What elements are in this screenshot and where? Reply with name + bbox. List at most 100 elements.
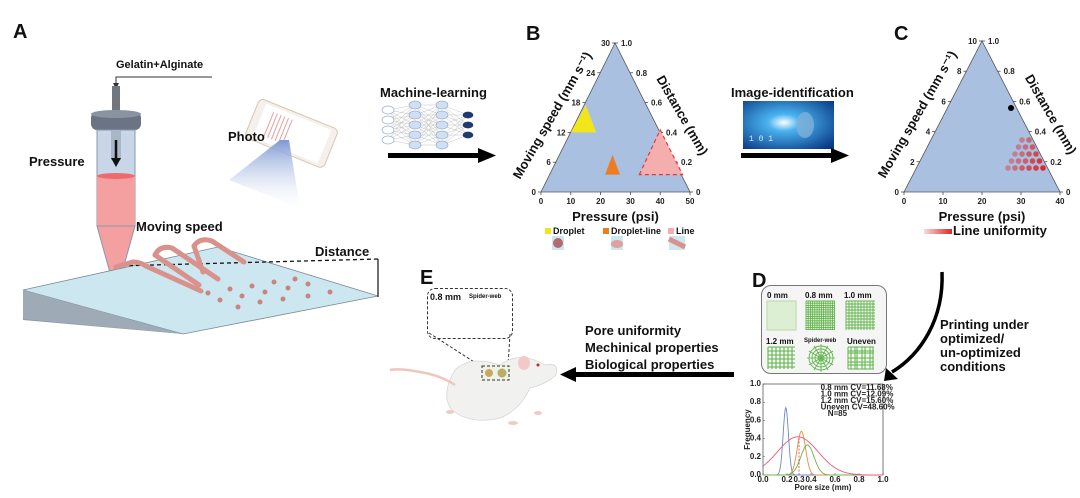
- nn-node: [381, 105, 395, 115]
- scaffold-label-spider-web: Spider-web: [804, 338, 837, 344]
- rat-tail: [389, 368, 456, 387]
- nn-node: [408, 100, 422, 110]
- uniformity-dot: [1036, 158, 1043, 164]
- uniformity-dot: [1012, 165, 1018, 171]
- legend-thumbnails-b: [552, 236, 687, 250]
- dist-series-uneven: [762, 436, 883, 476]
- uniformity-dot: [1029, 158, 1036, 164]
- nn-edge: [441, 114, 469, 146]
- tern-b-right-tick-label: 1.0: [621, 39, 633, 48]
- dist-legend-entry: 0.8 mm CV=11.68%: [821, 383, 893, 392]
- uniformity-dot: [1008, 158, 1015, 164]
- arrow-to-b: [388, 148, 496, 163]
- tern-c-left-tick-label: 8: [957, 67, 962, 76]
- spider-spoke: [813, 357, 822, 371]
- tern-c-right-tick-label: 0: [1066, 188, 1071, 197]
- dist-y-tick-label: 0.6: [750, 415, 762, 424]
- tern-b-left-tick-label: 18: [571, 99, 580, 108]
- nn-edge: [441, 124, 469, 146]
- tern-b-left-tick-label: 0: [532, 188, 537, 197]
- scaffold-label-1-2mm: 1.2 mm: [766, 337, 794, 346]
- rat-body: [446, 357, 558, 421]
- photo-label: Photo: [228, 129, 265, 144]
- tern-b-bottom-tick-label: 0: [539, 197, 544, 206]
- uniformity-dot: [1026, 151, 1032, 157]
- dist-ylabel: Frequency: [743, 409, 752, 450]
- tern-c-right-tick-label: 1.0: [988, 37, 1000, 46]
- tern-b-right-tick-label: 0.4: [666, 128, 678, 137]
- legend-droplet: Droplet: [545, 226, 585, 236]
- tern-c-right-tick-label: 0.4: [1035, 128, 1047, 137]
- tern-b-left-tick-label: 12: [557, 128, 566, 137]
- dist-x-tick-label: 0.4: [805, 475, 817, 484]
- tern-c-right-tick-label: 0.6: [1019, 97, 1031, 106]
- arrow-to-c: [741, 148, 849, 163]
- tern-c-left-tick-label: 10: [968, 37, 977, 46]
- panel-letter-e: E: [420, 267, 434, 289]
- dist-legend-entry: N=85: [828, 409, 848, 418]
- region-droplet-line: [605, 154, 620, 175]
- line-uniformity-legend-bar: [924, 229, 952, 234]
- uniformity-dot: [1029, 144, 1036, 150]
- nn-edge: [414, 104, 443, 146]
- bioprinter-illustration: [22, 76, 379, 335]
- nn-edge: [387, 104, 416, 141]
- nn-edge: [441, 114, 469, 136]
- tern-b-bottom-tick-label: 50: [686, 197, 695, 206]
- uniformity-dot: [1026, 165, 1032, 171]
- dist-x-tick-label: 0.6: [829, 475, 841, 484]
- nn-node: [408, 110, 422, 120]
- spider-spoke: [808, 350, 822, 359]
- dist-legend-entry: 1.2 mm CV=15.60%: [821, 396, 894, 405]
- svg-text:1 0 1: 1 0 1: [749, 135, 773, 144]
- scaffold-1-2mm: [767, 346, 795, 369]
- printing-conditions-line-3: un-optimized: [940, 345, 1021, 360]
- tern-b-bottom-tick-label: 10: [566, 197, 575, 206]
- uniformity-dot: [1022, 158, 1029, 164]
- tern-c-bottom-tick-label: 0: [902, 197, 907, 206]
- evaluation-line-3: Biological properties: [585, 357, 715, 372]
- tern-b-bottom-tick-label: 40: [656, 197, 665, 206]
- material-label: Gelatin+Alginate: [116, 59, 204, 71]
- nn-edge: [387, 114, 416, 141]
- dist-plot-frame: [762, 383, 884, 476]
- tern-c-bottom-tick-label: 40: [1056, 197, 1065, 206]
- tern-b-right-tick-label: 0.8: [636, 69, 648, 78]
- uniformity-dot: [1026, 137, 1032, 143]
- tern-c-left-tick-label: 4: [926, 128, 931, 137]
- dist-legend-entry: 1.0 mm CV=12.09%: [821, 390, 894, 399]
- tern-b-right-tick-label: 0.2: [681, 158, 693, 167]
- tern-b-left-tick-label: 30: [601, 39, 610, 48]
- scaffold-spider-web: [807, 344, 835, 372]
- nn-node: [435, 100, 449, 110]
- pressure-label: Pressure: [29, 154, 85, 169]
- nn-edge: [387, 104, 416, 131]
- dist-x-tick-label: 1.0: [877, 475, 889, 484]
- scaffold-label-uneven: Uneven: [847, 337, 876, 346]
- spider-spoke: [820, 357, 829, 371]
- tern-b-left-tick-label: 24: [586, 69, 595, 78]
- pressure-arrow-icon: [111, 158, 121, 167]
- scaffold-1-0mm: [845, 300, 875, 330]
- tern-b-bottom-tick-label: 30: [626, 197, 635, 206]
- panel-letter-a: A: [13, 21, 28, 43]
- nn-node: [435, 130, 449, 140]
- scaffold-0-8mm: [805, 300, 836, 331]
- spider-spoke: [808, 357, 822, 366]
- dist-y-tick-label: 0.0: [750, 470, 762, 479]
- tern-b-right-tick-label: 0: [696, 188, 701, 197]
- nn-node: [408, 140, 422, 150]
- uniformity-dot: [1019, 165, 1025, 171]
- uniformity-dot: [1012, 151, 1018, 157]
- uniformity-dot: [1015, 158, 1022, 164]
- dist-x-tick-label: 0.0: [757, 475, 769, 484]
- line-uniformity-label: Line uniformity: [953, 223, 1047, 238]
- nn-edge: [414, 104, 443, 126]
- evaluation-line-1: Pore uniformity: [585, 323, 682, 338]
- tern-b-left-tick-label: 6: [546, 158, 551, 167]
- nn-edge: [414, 124, 443, 146]
- dist-x-tick-label: 0.2: [781, 475, 793, 484]
- uniformity-dot: [1015, 144, 1022, 150]
